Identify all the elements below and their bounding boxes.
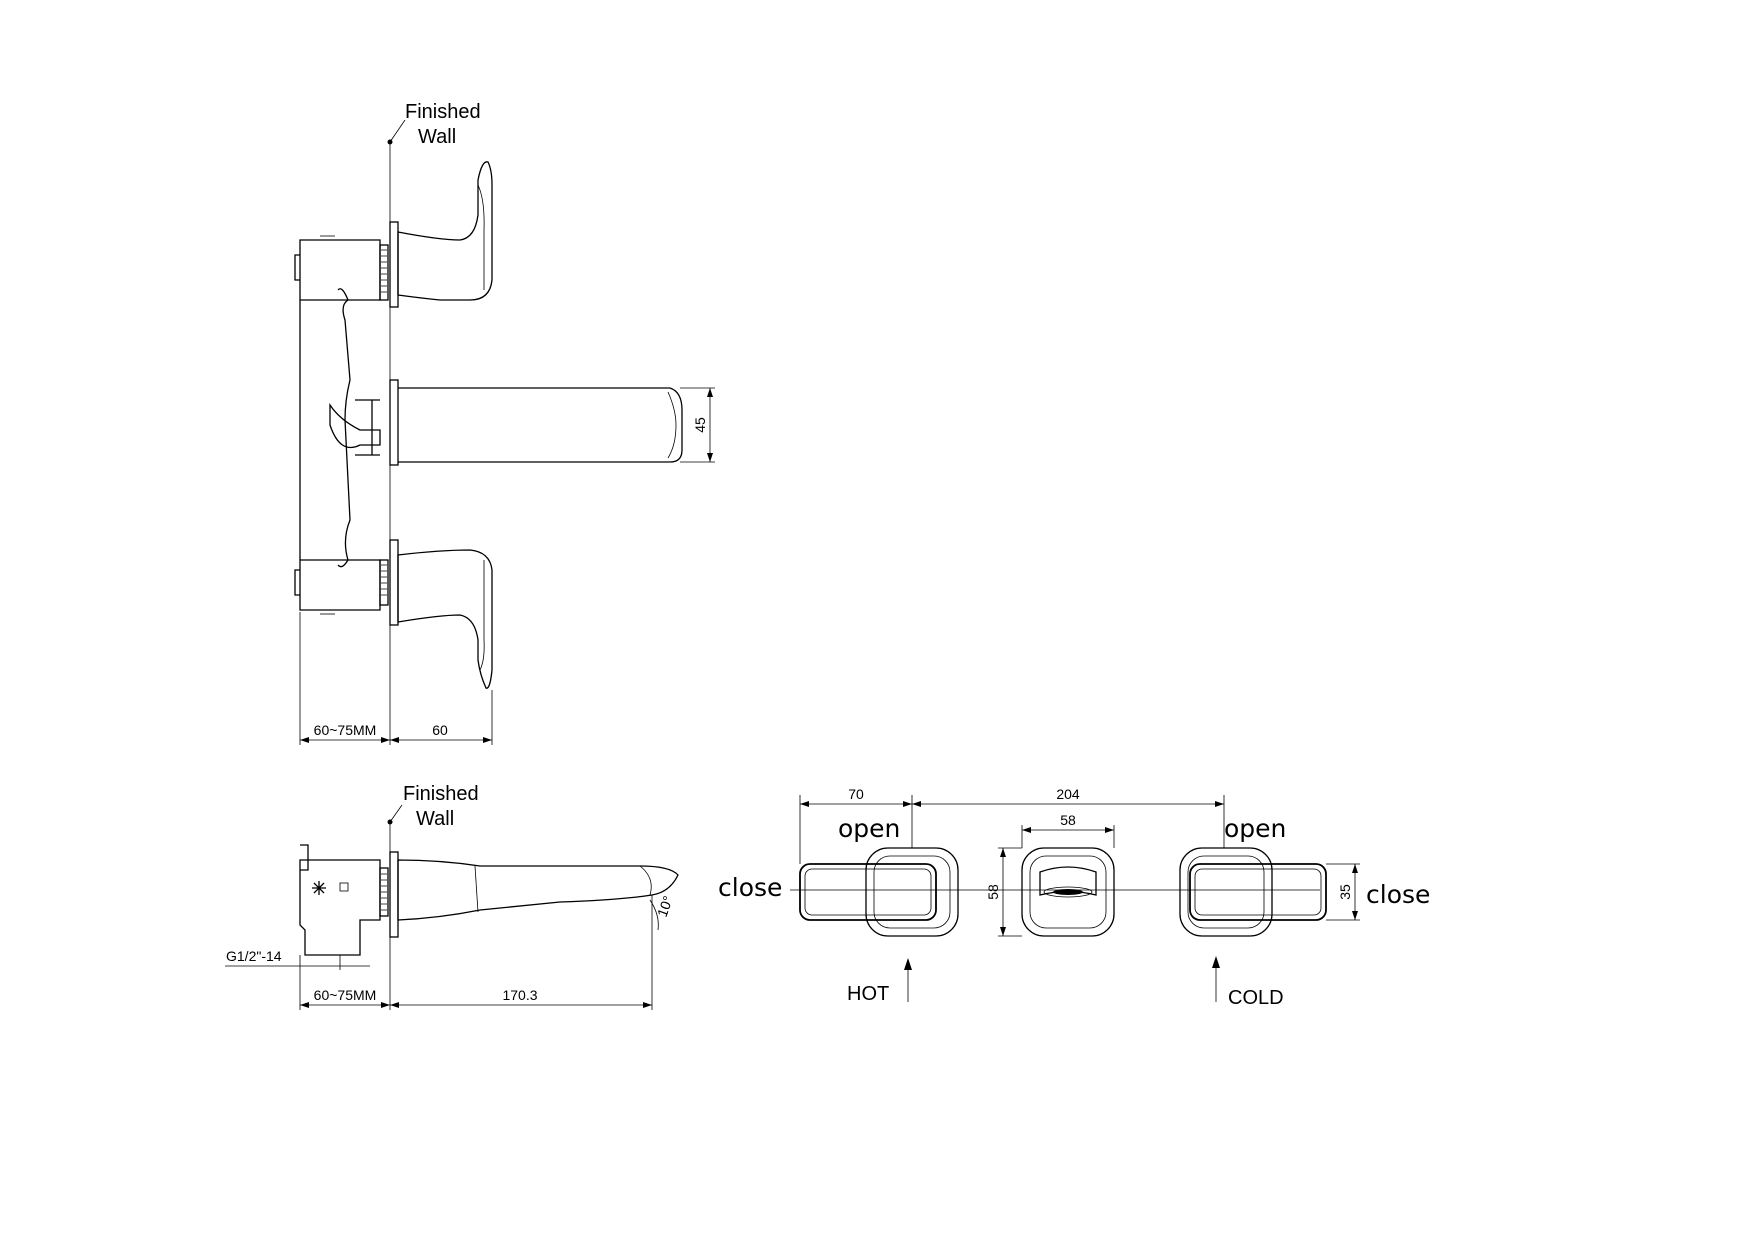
dim-45-text: 45 xyxy=(692,417,708,433)
lower-flange xyxy=(389,539,399,626)
dim-top-bottom: 60~75MM 60 xyxy=(299,612,493,745)
hot-plate xyxy=(865,847,959,937)
side-elevation-view: Finished Wall 10° G1/2"-14 60~75MM 170.3 xyxy=(225,783,679,1010)
side-flange xyxy=(389,851,399,938)
spout xyxy=(398,387,683,463)
spout-outlet xyxy=(1039,866,1097,896)
wall-label-1: Wall xyxy=(418,126,456,148)
dim-60-75mm-top: 60~75MM xyxy=(314,722,377,738)
finished-wall-label-2: Finished xyxy=(403,783,479,805)
dim-170-text: 170.3 xyxy=(502,987,537,1003)
dim-60-text: 60 xyxy=(432,722,448,738)
hot-handle xyxy=(799,863,937,921)
spout-plate xyxy=(1021,847,1115,937)
dim-60-75mm-side: 60~75MM xyxy=(314,987,377,1003)
upper-handle xyxy=(397,161,493,301)
wall-label-2: Wall xyxy=(416,808,454,830)
finished-wall-label-1: Finished xyxy=(405,101,481,123)
cold-plate xyxy=(1179,847,1273,937)
side-spout xyxy=(397,859,679,921)
dim-35-text: 35 xyxy=(1337,884,1353,900)
dim-58-height-text: 58 xyxy=(985,884,1001,900)
dim-spout-height: 45 xyxy=(680,387,715,463)
cold-handle xyxy=(1189,863,1327,921)
cold-label: COLD xyxy=(1228,987,1284,1009)
wall-leader-line xyxy=(389,119,406,143)
close-left-label: close xyxy=(718,873,782,902)
upper-flange xyxy=(389,221,399,308)
dim-204-text: 204 xyxy=(1056,786,1080,802)
open-left-label: open xyxy=(838,814,900,843)
lower-handle xyxy=(397,549,493,689)
angle-text: 10° xyxy=(654,894,676,919)
top-elevation-view: Finished Wall xyxy=(294,101,715,745)
valve-body-side xyxy=(299,859,381,956)
valve-body xyxy=(294,235,389,615)
thread-text: G1/2"-14 xyxy=(226,948,282,964)
front-view: 70 204 58 58 35 open open close close HO… xyxy=(718,786,1430,1009)
hot-label: HOT xyxy=(847,983,889,1005)
open-right-label: open xyxy=(1224,814,1286,843)
angle-arc xyxy=(649,899,659,931)
spout-flange xyxy=(389,379,399,466)
close-right-label: close xyxy=(1366,880,1430,909)
dim-58-width-text: 58 xyxy=(1060,812,1076,828)
dim-70-text: 70 xyxy=(848,786,864,802)
